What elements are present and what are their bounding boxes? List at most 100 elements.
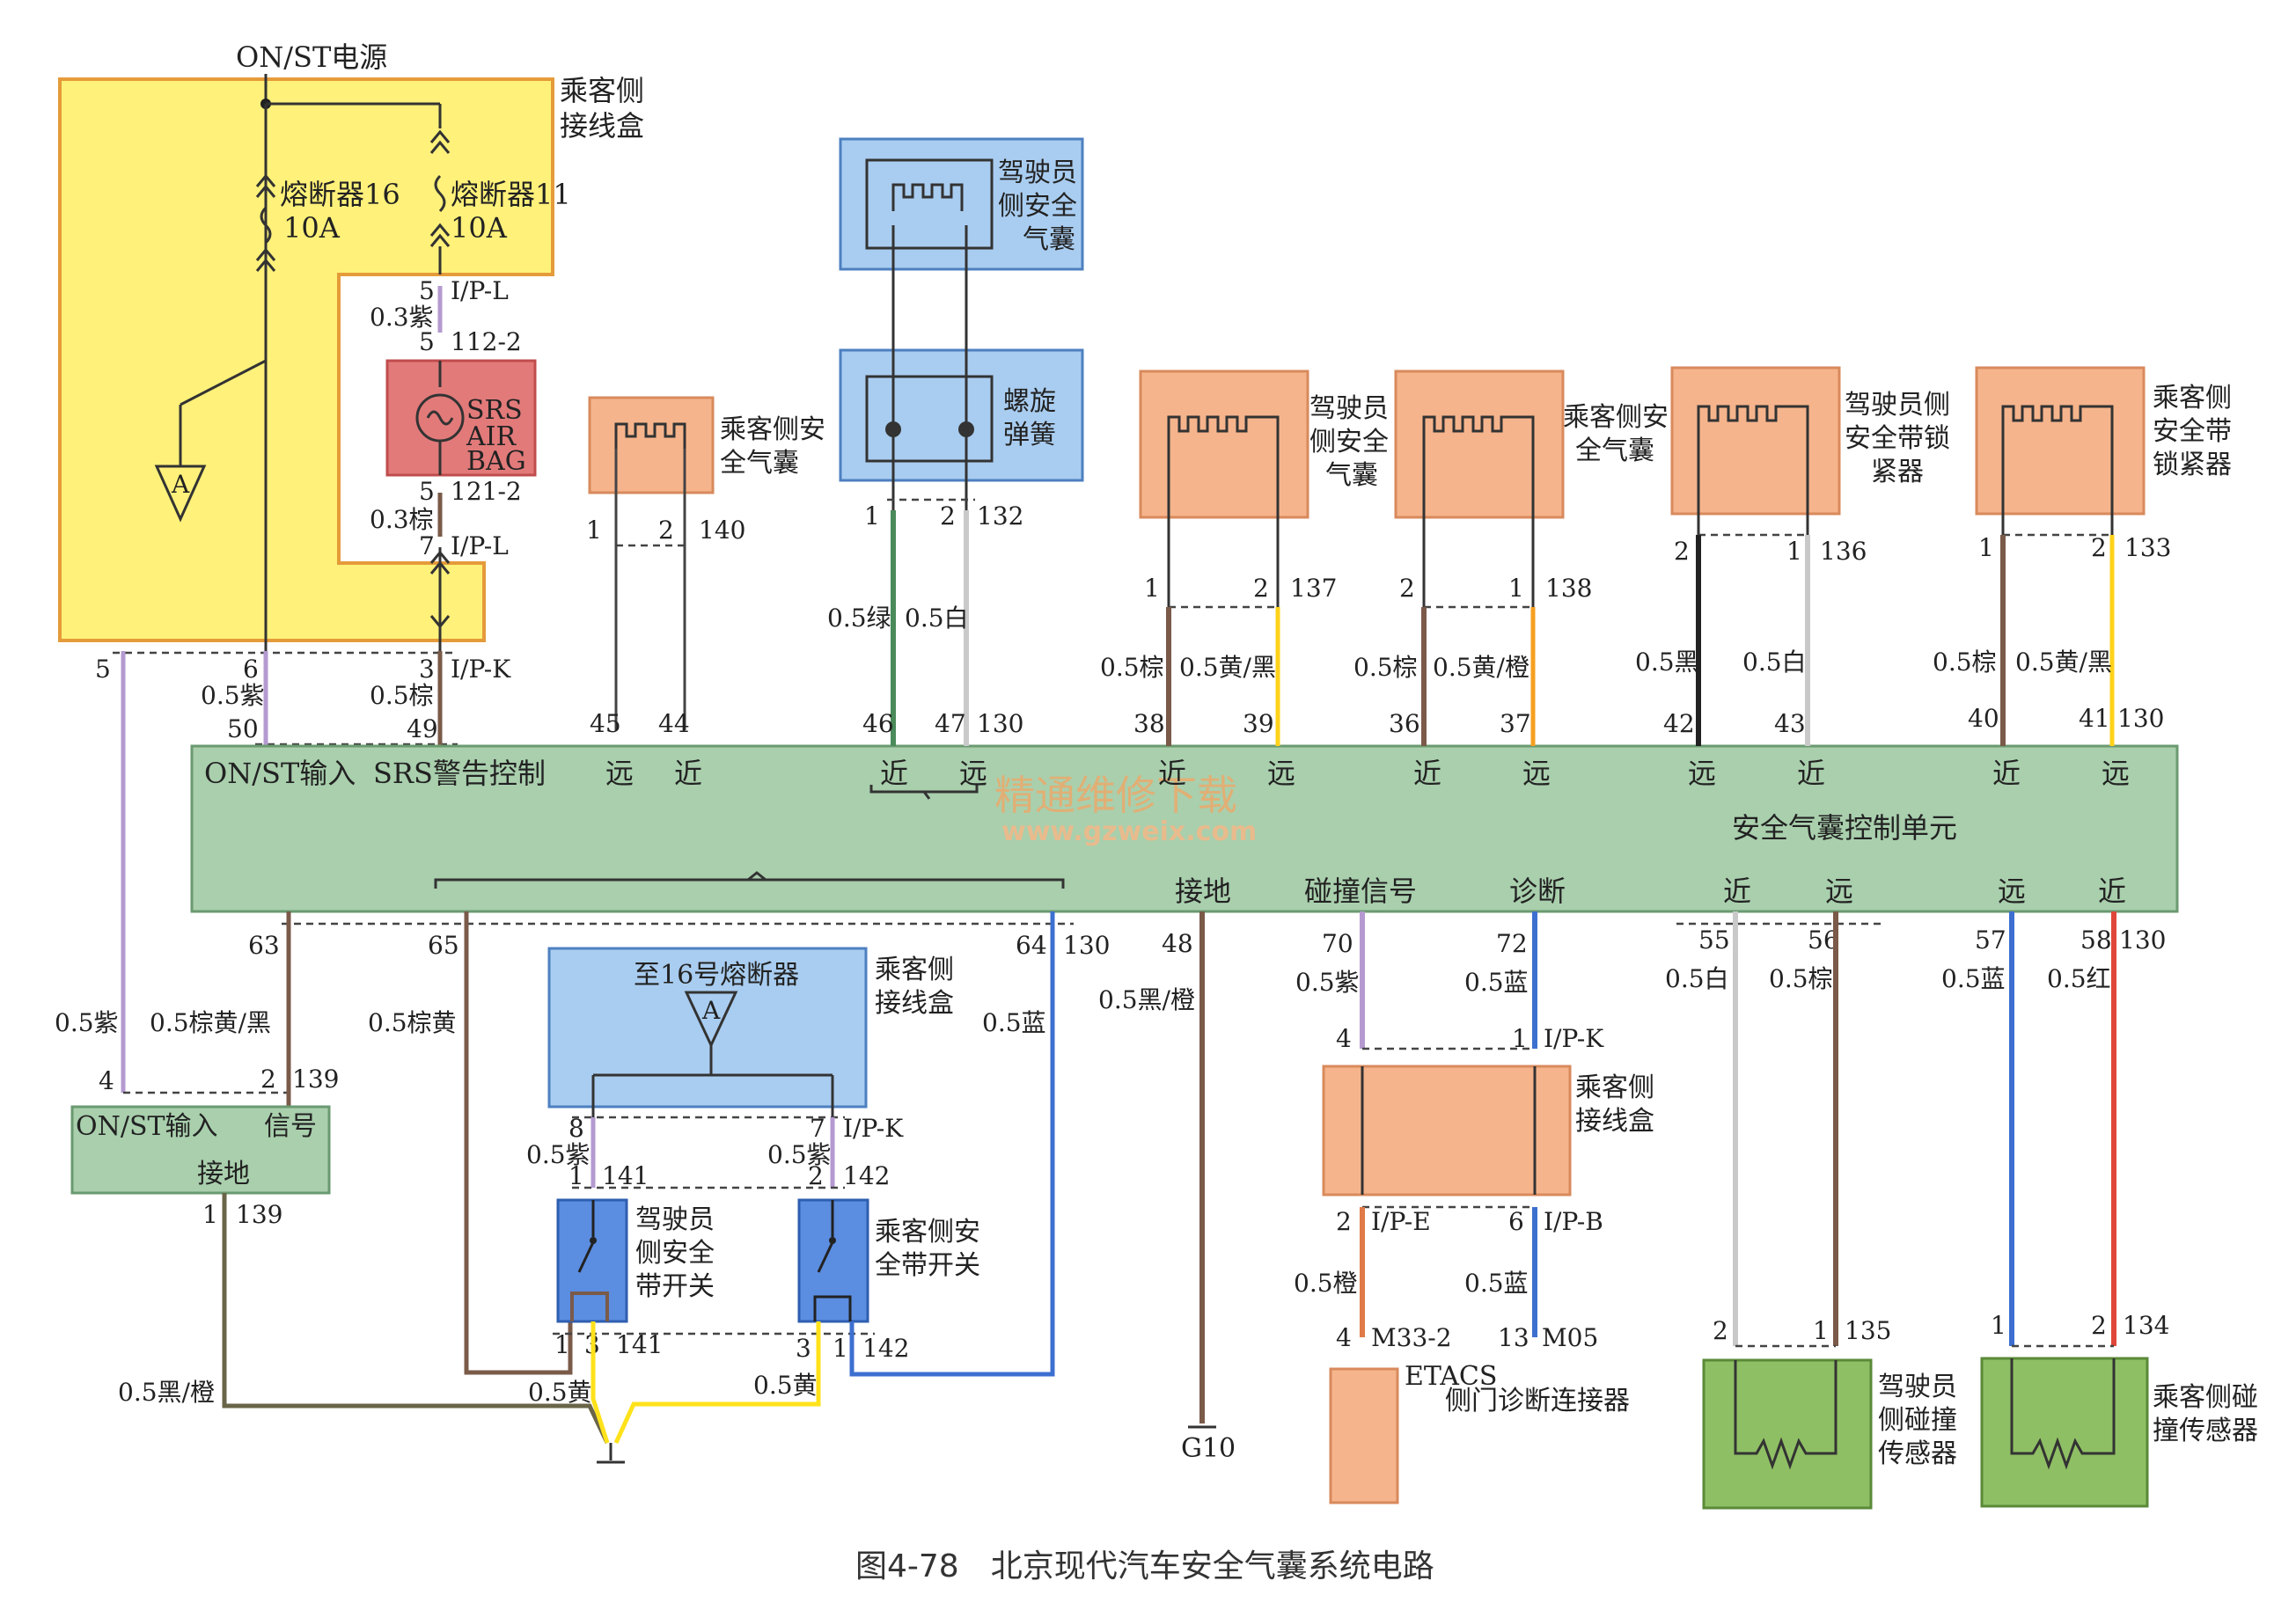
- pa2-label-1: 乘客侧安: [1563, 402, 1669, 433]
- sb-drv-pin-8: 8: [568, 1114, 584, 1143]
- fuse16-name: 熔断器16: [280, 178, 400, 211]
- ecu-far-57: 远: [1998, 875, 2026, 908]
- ecu-pin-40: 40: [1968, 704, 1999, 733]
- bw-brown: 0.5棕: [1769, 964, 1833, 993]
- wire-white-label: 0.5白: [905, 604, 969, 633]
- jb-pin-6: 6: [1508, 1207, 1524, 1236]
- watermark-text: 精通维修下载: [994, 772, 1237, 819]
- pin-6-label: 6: [243, 655, 259, 684]
- jb-pin-1: 1: [1512, 1024, 1528, 1053]
- sb-drv-label-2: 侧安全: [635, 1238, 715, 1269]
- bw-red: 0.5红: [2047, 964, 2111, 993]
- srs-lamp-text-2: AIR: [466, 421, 517, 452]
- bw-purple: 0.5紫: [55, 1008, 119, 1037]
- ecu-near-58: 近: [2098, 875, 2126, 908]
- sb-pas-pin-b1: 1: [833, 1334, 848, 1363]
- pa1-label-2: 全气囊: [720, 448, 799, 479]
- ipl-label-1: I/P-L: [451, 276, 509, 305]
- driver-crash-sensor: [1702, 1358, 1873, 1510]
- da2-wire-yellow-label: 0.5黄/黑: [1179, 653, 1276, 682]
- conn-121-2-label: 121-2: [451, 477, 522, 506]
- ecu-far-47: 远: [959, 757, 987, 790]
- bw-blue: 0.5蓝: [982, 1008, 1046, 1037]
- clock-spring-label-2: 弹簧: [1003, 420, 1056, 450]
- driver-airbag-top-inner: [865, 158, 994, 250]
- driver-airbag-top-label-1: 驾驶员: [998, 157, 1077, 188]
- ecu-pin-70: 70: [1322, 929, 1353, 958]
- clock-pin-2: 2: [940, 501, 956, 531]
- pcs-label-2: 撞传感器: [2153, 1416, 2258, 1446]
- ecu-on-st-input: ON/ST输入: [204, 757, 356, 790]
- etacs-pin-4: 4: [1336, 1323, 1352, 1352]
- ecu-far-37: 远: [1522, 757, 1551, 790]
- driver-airbag-top-label-3: 气囊: [1023, 224, 1075, 255]
- lamp-icon: [415, 361, 465, 475]
- resistor-icon: [1734, 1360, 1838, 1470]
- pa1-pin-2: 2: [658, 516, 674, 545]
- dcs-label-2: 侧碰撞: [1878, 1405, 1957, 1436]
- clock-pin-1: 1: [864, 501, 880, 531]
- wire-yellow-drv: [591, 1321, 610, 1444]
- ipk-label: I/P-K: [451, 655, 511, 684]
- ecu-pin-45: 45: [590, 709, 621, 738]
- cluster-pin-4: 4: [99, 1066, 114, 1095]
- ecu-far-41: 远: [2102, 757, 2130, 790]
- pa2-label-2: 全气囊: [1575, 435, 1654, 466]
- da2-wire-brown-label: 0.5棕: [1100, 653, 1164, 682]
- driver-airbag-top-label-2: 侧安全: [998, 191, 1077, 222]
- ecu-pin-58: 58: [2080, 926, 2112, 955]
- pp-wire-brown-label: 0.5棕: [1933, 648, 1997, 677]
- pa2-wire-yo-label: 0.5黄/橙: [1433, 653, 1529, 682]
- sb-pas-pin-b3: 3: [796, 1334, 811, 1363]
- sb-drv-pin-b141: 141: [616, 1330, 663, 1359]
- clock-spring-inner: [865, 375, 994, 463]
- fuse11-rating: 10A: [451, 211, 508, 245]
- ecu-pin-46: 46: [862, 709, 894, 738]
- srs-feed-wires: [429, 246, 451, 651]
- ecu-far-39: 远: [1267, 757, 1295, 790]
- dp-pin-2: 2: [1674, 537, 1690, 566]
- to-fuse-box: [547, 947, 868, 1109]
- ground-icon: [597, 1443, 625, 1464]
- srs-warning-lamp: [385, 359, 537, 477]
- dcs-pin-135: 135: [1845, 1316, 1891, 1345]
- dcs-pin-1: 1: [1813, 1316, 1829, 1345]
- ecu-pin-36: 36: [1389, 709, 1420, 738]
- ecu-pin-49: 49: [407, 714, 438, 743]
- fuse-16-icon: [255, 173, 276, 272]
- amp-triangle-icon: A: [154, 359, 267, 523]
- sb-drv-wire-label: 0.5紫: [526, 1140, 591, 1169]
- dcs-label-3: 传感器: [1878, 1438, 1957, 1469]
- ecu-pin-48: 48: [1162, 929, 1193, 958]
- ecu-near-43: 近: [1797, 757, 1825, 790]
- dcs-pin-2: 2: [1713, 1316, 1728, 1345]
- pin-5-label-4: 5: [95, 655, 111, 684]
- ecu-pin-65: 65: [428, 931, 459, 960]
- ecu-near-38: 近: [1158, 757, 1186, 790]
- gw-yellow-2: 0.5黄: [753, 1371, 818, 1400]
- junction-box-top-label-1: 乘客侧: [560, 74, 644, 107]
- cluster-box: [70, 1105, 331, 1195]
- pp-wire-yellow-label: 0.5黄/黑: [2015, 648, 2112, 677]
- ecu-pin-37: 37: [1500, 709, 1531, 738]
- ecu-brace-2: [869, 785, 979, 800]
- etacs-pin-13: 13: [1498, 1323, 1529, 1352]
- pcs-pin-134: 134: [2123, 1311, 2169, 1340]
- wire-64-blue: [849, 911, 1055, 1377]
- ecu-pin-63: 63: [248, 931, 280, 960]
- da2-pin-137: 137: [1290, 574, 1337, 603]
- ipl-label-2: I/P-L: [451, 531, 509, 560]
- ecu-far-42: 远: [1688, 757, 1716, 790]
- ecu-near-55: 近: [1723, 875, 1751, 908]
- da2-label-3: 气囊: [1325, 460, 1378, 491]
- da2-label-2: 侧安全: [1309, 427, 1389, 457]
- power-label: ON/ST电源: [236, 40, 387, 74]
- etacs-label: ETACS: [1405, 1361, 1497, 1392]
- cluster-ground: 接地: [197, 1159, 250, 1189]
- amp-triangle-icon-2: A: [591, 991, 834, 1117]
- dp-label-1: 驾驶员侧: [1845, 390, 1950, 421]
- to-fuse-box-label-1: 乘客侧: [875, 955, 954, 985]
- pa2-pin-138: 138: [1545, 574, 1592, 603]
- driver-pretensioner: [1670, 366, 1841, 516]
- sb-drv-pin-1: 1: [568, 1161, 584, 1190]
